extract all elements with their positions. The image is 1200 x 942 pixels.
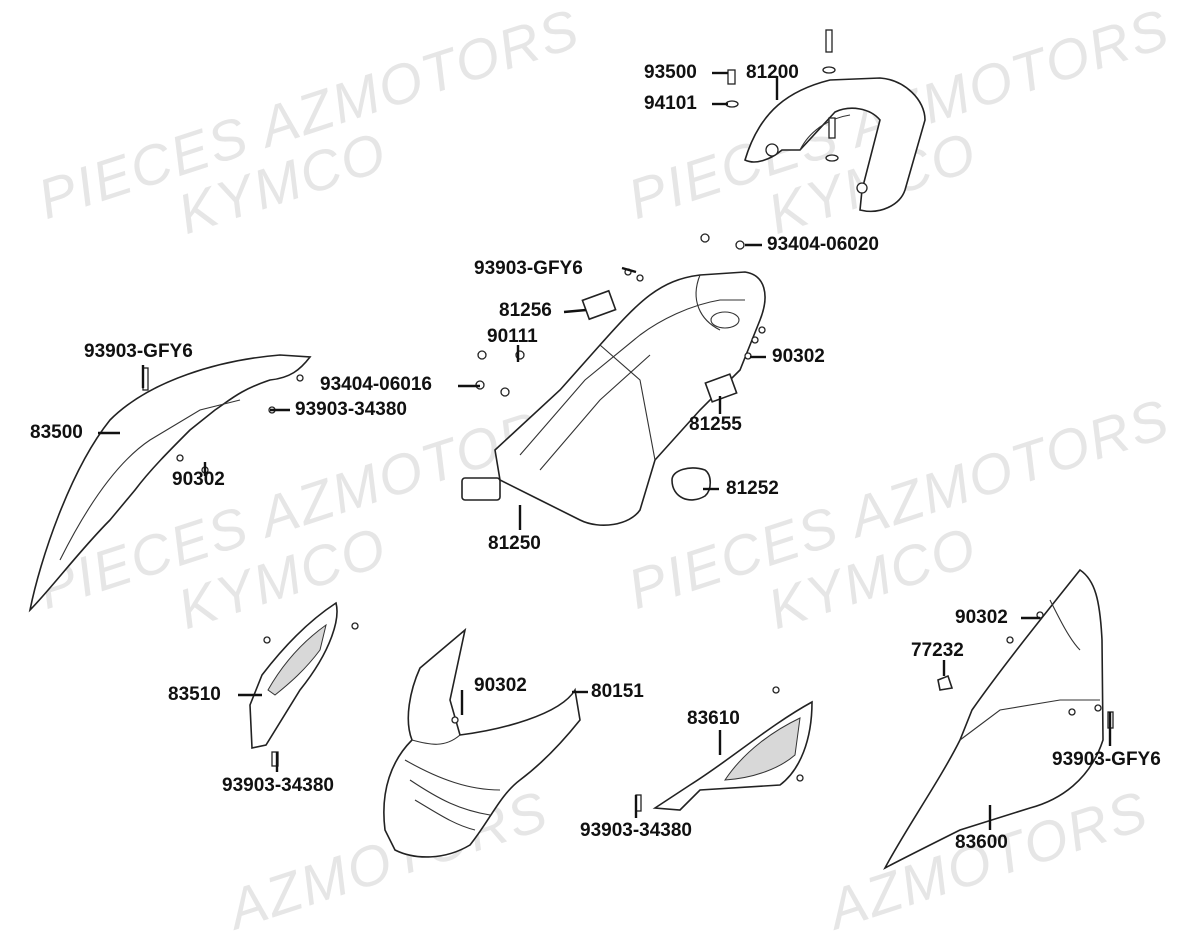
part-label-93903-34380: 93903-34380 (580, 820, 692, 841)
part-label-93404-06016: 93404-06016 (320, 374, 432, 395)
part-label-93903-gfy6: 93903-GFY6 (474, 258, 583, 279)
part-label-90302: 90302 (474, 675, 527, 696)
side-cover-83600 (883, 568, 1114, 870)
part-label-93903-34380: 93903-34380 (222, 775, 334, 796)
part-81252 (671, 467, 712, 501)
part-label-80151: 80151 (591, 681, 644, 702)
part-label-81252: 81252 (726, 478, 779, 499)
side-cover-83500 (28, 354, 312, 613)
part-label-90302: 90302 (172, 469, 225, 490)
rear-carrier-81200 (725, 29, 926, 212)
storage-box-81250 (461, 233, 766, 526)
part-label-81255: 81255 (689, 414, 742, 435)
front-panel-80151 (383, 627, 581, 858)
part-label-93903-34380: 93903-34380 (295, 399, 407, 420)
part-label-90302: 90302 (772, 346, 825, 367)
part-label-90111: 90111 (487, 326, 538, 347)
part-label-93404-06020: 93404-06020 (767, 234, 879, 255)
leader-lines (98, 71, 1112, 830)
part-label-81200: 81200 (746, 62, 799, 83)
part-label-83500: 83500 (30, 422, 83, 443)
inner-panel-83510 (249, 601, 359, 767)
part-label-83510: 83510 (168, 684, 221, 705)
part-label-93500: 93500 (644, 62, 697, 83)
part-label-81250: 81250 (488, 533, 541, 554)
part-label-77232: 77232 (911, 640, 964, 661)
inner-panel-83610 (635, 686, 813, 812)
part-label-94101: 94101 (644, 93, 697, 114)
exploded-parts-diagram (28, 29, 1114, 870)
part-label-93903-gfy6: 93903-GFY6 (84, 341, 193, 362)
part-label-90302: 90302 (955, 607, 1008, 628)
part-label-83600: 83600 (955, 832, 1008, 853)
part-label-93903-gfy6: 93903-GFY6 (1052, 749, 1161, 770)
part-label-81256: 81256 (499, 300, 552, 321)
part-label-83610: 83610 (687, 708, 740, 729)
